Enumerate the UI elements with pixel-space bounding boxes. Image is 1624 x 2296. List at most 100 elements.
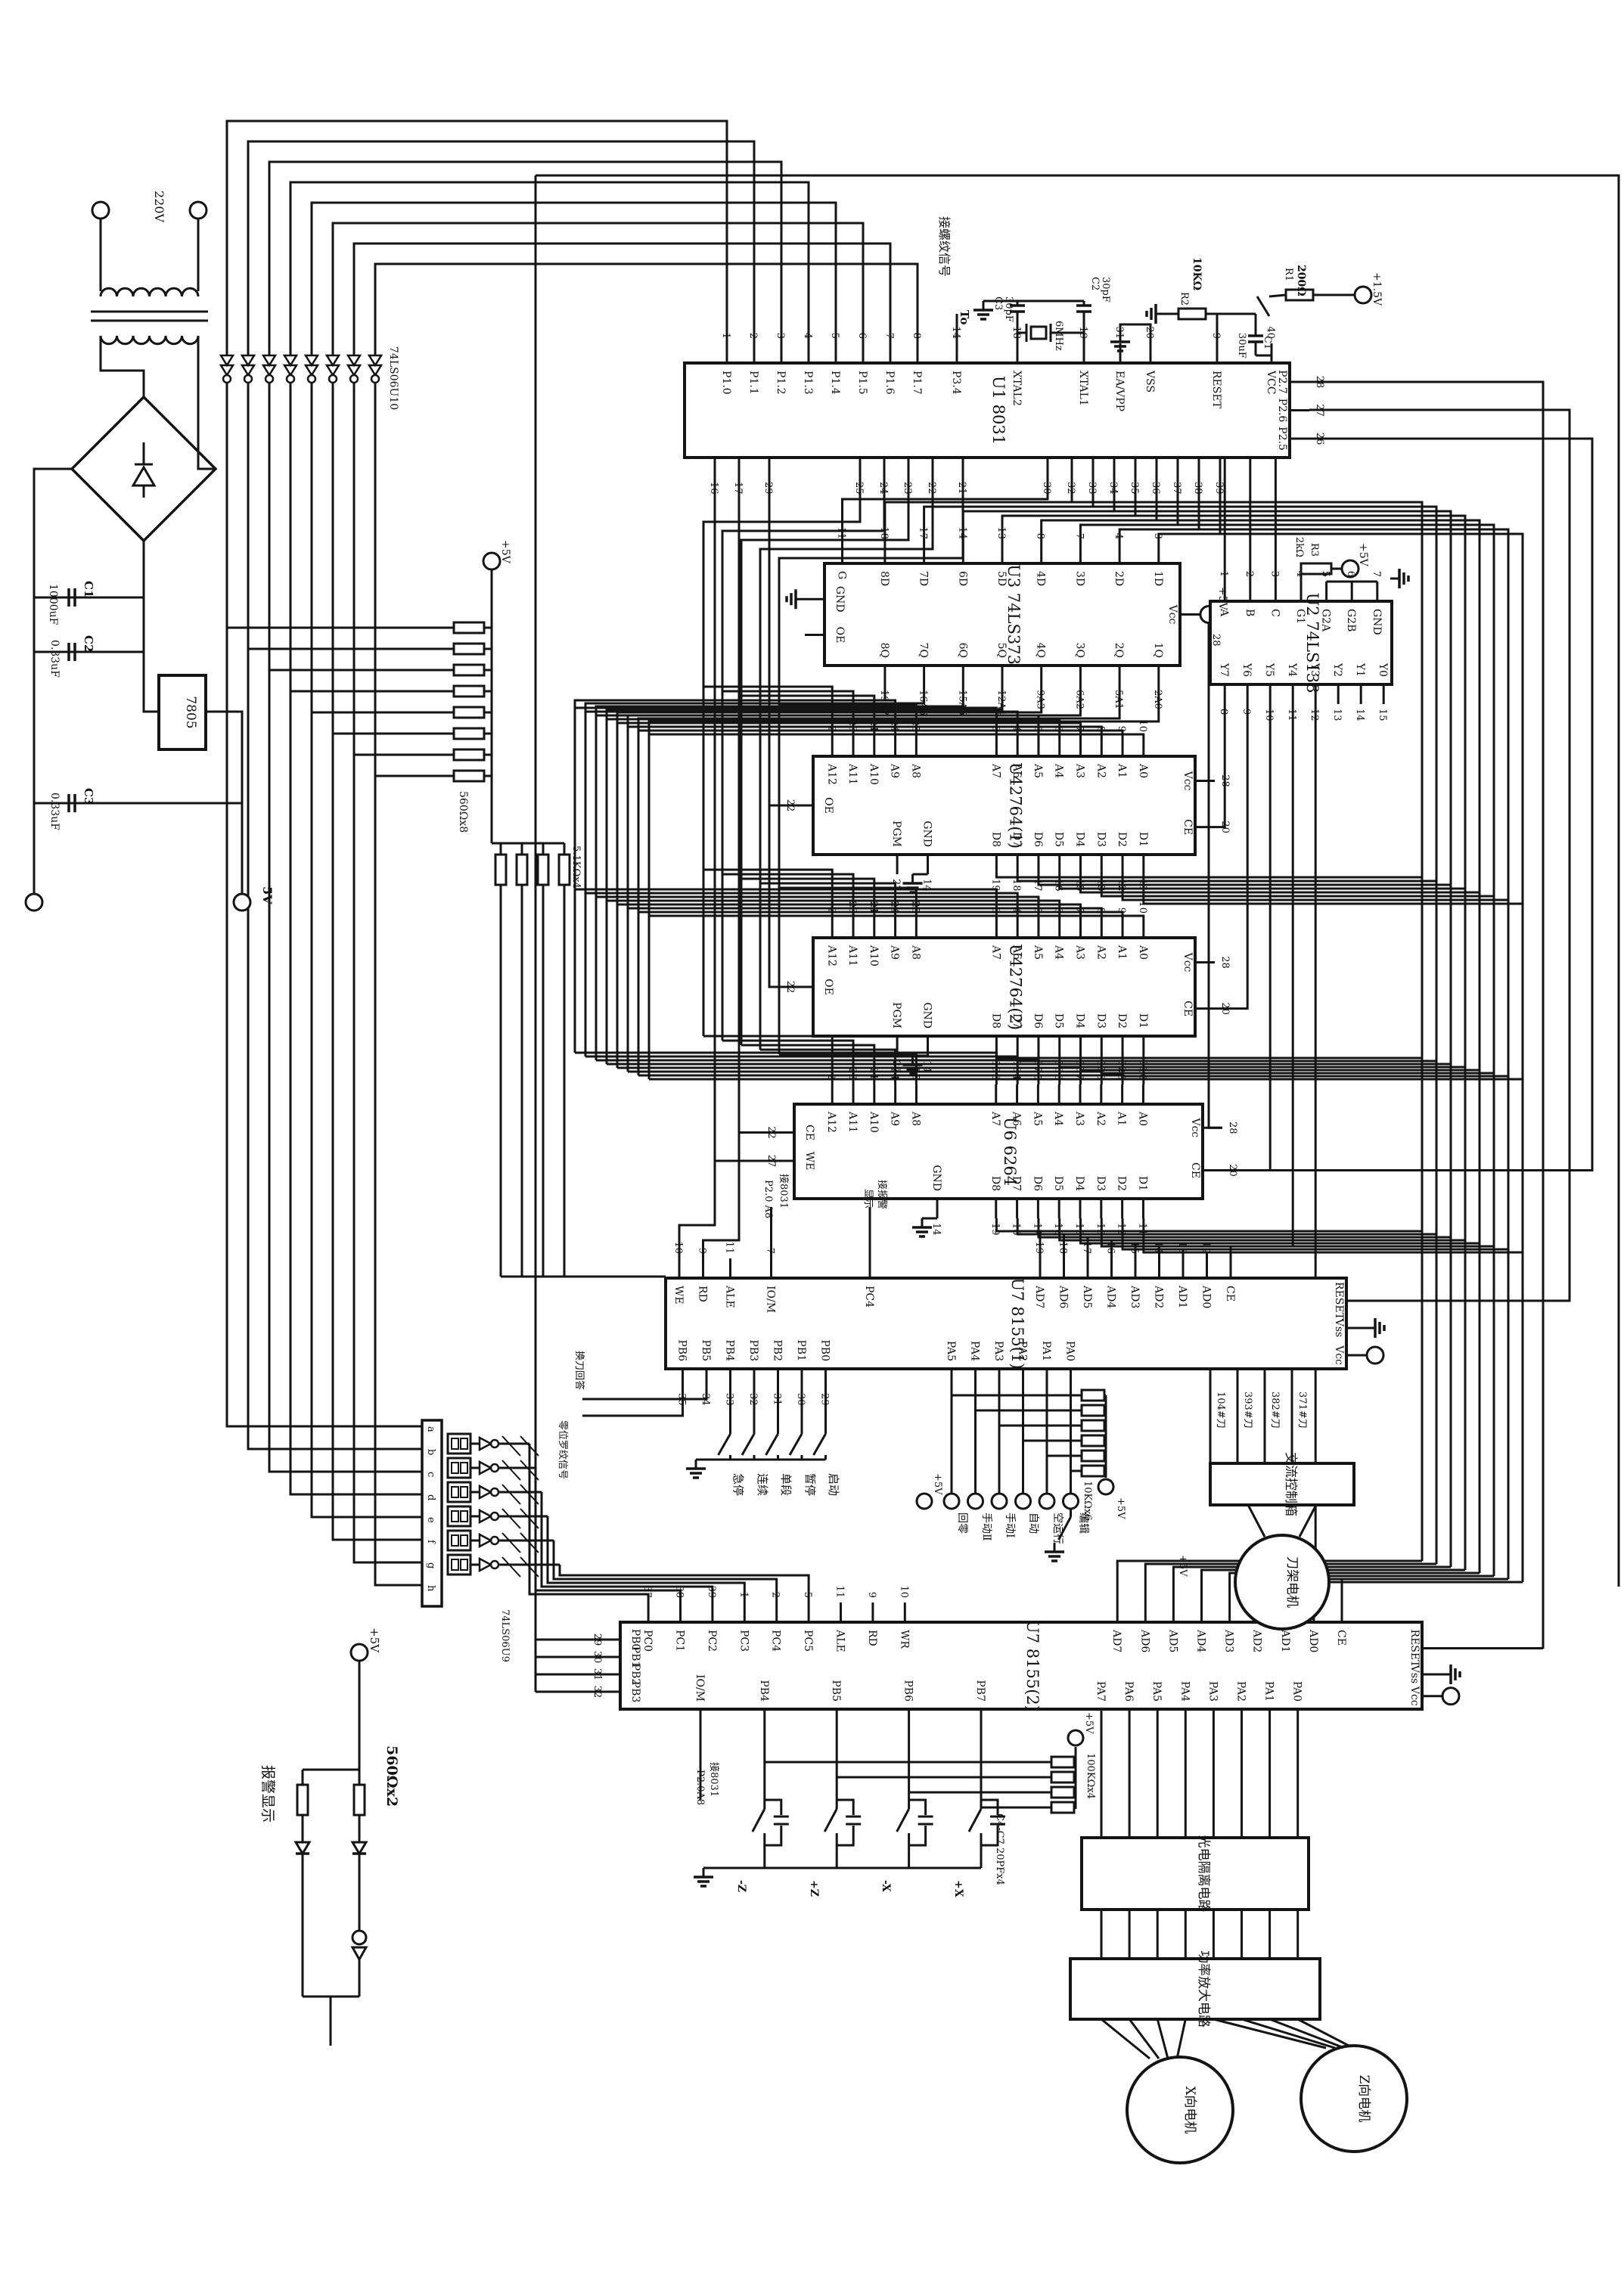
wire xyxy=(352,383,422,1564)
box-label: 光电隔离电路 xyxy=(1196,1835,1211,1913)
pin-name: PA1 xyxy=(1040,1341,1052,1361)
wire xyxy=(1178,523,1495,1576)
ic-u7-8155-1 xyxy=(664,1258,1386,1388)
terminal-circle xyxy=(1353,285,1373,305)
annotation: 1000uF xyxy=(47,584,59,625)
pin-name: AD6 xyxy=(1138,1629,1150,1652)
pin-number: 8 xyxy=(1095,908,1106,914)
pin-number: 18 xyxy=(1011,1223,1022,1236)
pin-name: D4 xyxy=(1073,1176,1085,1191)
wire xyxy=(520,1460,539,1481)
wire xyxy=(520,1556,539,1578)
terminal-circle xyxy=(915,1492,933,1510)
pin-number: 18 xyxy=(1011,879,1022,892)
pin-number: 6 xyxy=(856,333,868,339)
ground-icon xyxy=(686,1460,706,1479)
wire xyxy=(536,174,1620,1587)
ic-label: U6 6264 xyxy=(1001,1117,1019,1186)
pin-name: A12 xyxy=(825,945,837,966)
annotation: -X xyxy=(880,1880,892,1892)
pin-name: AD2 xyxy=(1153,1285,1165,1308)
motor-label: X向电机 xyxy=(1182,2086,1197,2133)
pin-name: Y6 xyxy=(1241,662,1253,677)
pin-name: PA2 xyxy=(1017,1341,1029,1361)
wire xyxy=(722,873,855,918)
pin-number: 29 xyxy=(592,1634,603,1646)
pin-number: 1 xyxy=(1218,571,1229,577)
pin-number: 11 xyxy=(1137,1060,1148,1073)
resistor xyxy=(494,853,508,886)
pin-number: 12 xyxy=(1116,1060,1127,1073)
pin-number: 17 xyxy=(1032,879,1043,892)
pin-number: 25 xyxy=(909,719,921,732)
wire xyxy=(702,477,862,1036)
pin-name: PB1 xyxy=(795,1339,807,1361)
annotation: 2kΩ xyxy=(1293,537,1305,557)
pin-number: 19A7 xyxy=(878,690,890,715)
annotation: C3 xyxy=(82,788,95,805)
wire xyxy=(649,914,1145,918)
wire xyxy=(649,733,1145,737)
pin-number: 7 xyxy=(1073,533,1085,539)
pin-number: 2 xyxy=(825,1074,837,1080)
pin-number: 3 xyxy=(989,1074,1001,1080)
ic-u1-8031 xyxy=(683,343,1309,477)
pin-name: Vcc xyxy=(1189,1117,1201,1137)
wire xyxy=(99,336,145,397)
resistor xyxy=(1080,1404,1106,1417)
pin-number: 28 xyxy=(1227,1122,1238,1134)
digit-display xyxy=(451,1486,459,1498)
wire xyxy=(374,383,422,1587)
pin-name: PA3 xyxy=(992,1341,1005,1361)
annotation: 74LS06U9 xyxy=(499,1609,511,1662)
inverter-icon xyxy=(370,374,380,384)
pin-name: AD7 xyxy=(1110,1629,1123,1652)
ground-icon xyxy=(973,301,993,321)
pin-number: 13 xyxy=(995,526,1007,539)
pin-name: AD3 xyxy=(1129,1285,1141,1308)
wire xyxy=(268,160,783,363)
ic-label: U7 8155(1) xyxy=(1008,1278,1026,1370)
pin-name: OE xyxy=(822,979,834,995)
pin-number: 18 xyxy=(878,526,890,539)
led-icon xyxy=(350,1841,368,1856)
pin-number: 36 xyxy=(1150,482,1161,495)
pin-number: 8 xyxy=(1095,1074,1106,1080)
pin-number: 16A6 xyxy=(918,690,929,715)
wire xyxy=(837,1826,855,1847)
wire xyxy=(1156,2018,1169,2059)
resistor xyxy=(515,853,529,886)
pin-name: D5 xyxy=(1053,1013,1065,1029)
pin-number: 14 xyxy=(1354,709,1365,721)
transformer-icon xyxy=(99,335,200,346)
pin-name: 7D xyxy=(918,571,930,586)
pin-name: CE xyxy=(1224,1286,1236,1302)
wire xyxy=(1128,2018,1160,2059)
diode-icon xyxy=(131,465,157,487)
inverter-icon xyxy=(240,364,256,377)
annotation: 接螺纹信号 xyxy=(937,216,952,277)
pin-name: PA5 xyxy=(1150,1681,1163,1702)
pin-name: A12 xyxy=(825,1111,837,1133)
resistor xyxy=(452,684,486,698)
pin-name: PA4 xyxy=(1178,1681,1191,1702)
bridge-rectifier-icon xyxy=(70,395,218,543)
pin-number: 12 xyxy=(1116,1223,1127,1236)
wire xyxy=(1058,1056,1465,1069)
segment-label: c xyxy=(425,1472,436,1477)
wire xyxy=(197,336,216,470)
wire xyxy=(1037,874,1451,886)
pin-name: PC5 xyxy=(802,1630,814,1652)
inverter-icon xyxy=(346,354,362,368)
wire xyxy=(1121,1218,1508,1251)
motor-body xyxy=(1234,1534,1331,1630)
pin-number: 18 xyxy=(1057,1241,1069,1254)
pin-name: RD xyxy=(697,1286,709,1302)
wire xyxy=(768,477,793,807)
pin-name: PB6 xyxy=(902,1680,914,1702)
pin-name: PGM xyxy=(890,821,902,847)
pin-name: ALE xyxy=(834,1629,846,1652)
wire xyxy=(501,1435,521,1457)
pin-number: 32 xyxy=(747,1393,759,1406)
wire xyxy=(1297,2018,1354,2049)
